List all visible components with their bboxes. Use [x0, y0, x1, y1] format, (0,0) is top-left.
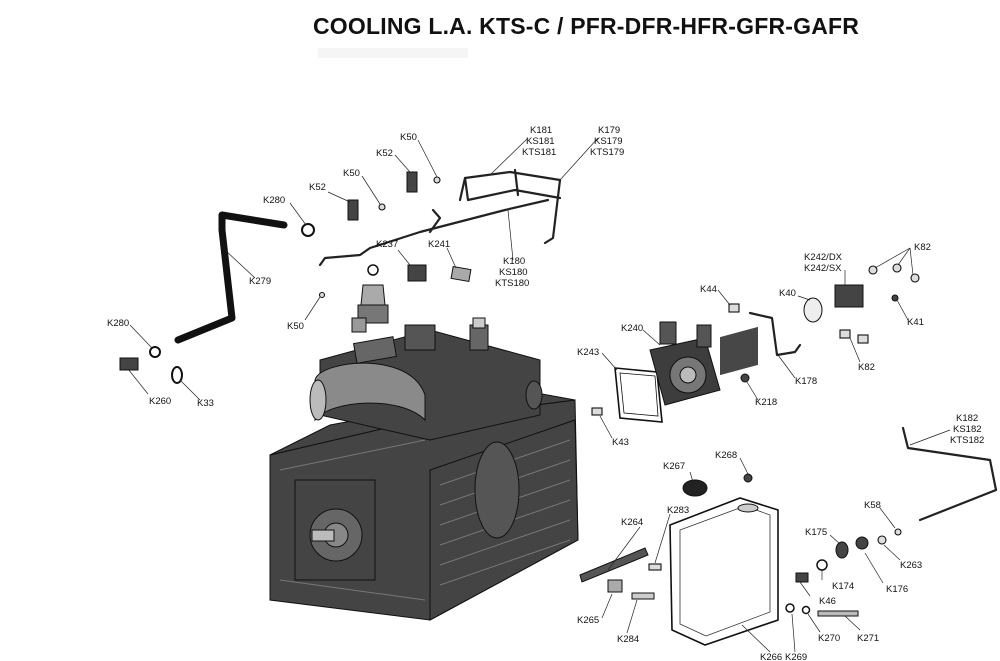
label-kts180: KTS180	[495, 278, 529, 289]
small-parts	[119, 171, 920, 617]
label-k174: K174	[832, 581, 854, 592]
label-k266: K266	[760, 652, 782, 661]
label-kts182: KTS182	[950, 435, 984, 446]
label-k181: K181	[530, 125, 552, 136]
label-k176: K176	[886, 584, 908, 595]
label-k218: K218	[755, 397, 777, 408]
label-k50-low: K50	[287, 321, 304, 332]
label-k175: K175	[805, 527, 827, 538]
label-k271: K271	[857, 633, 879, 644]
label-k178: K178	[795, 376, 817, 387]
label-k50-top: K50	[400, 132, 417, 143]
leader-lines	[127, 137, 951, 653]
label-k283: K283	[667, 505, 689, 516]
label-k284: K284	[617, 634, 639, 645]
label-k179: K179	[598, 125, 620, 136]
label-k182: K182	[956, 413, 978, 424]
label-k270: K270	[818, 633, 840, 644]
gearbox-housing-icon	[269, 317, 579, 621]
label-k260: K260	[149, 396, 171, 407]
label-k265: K265	[577, 615, 599, 626]
label-k242-dx: K242/DX	[804, 252, 843, 263]
valve-icon	[351, 264, 389, 333]
label-k52-top: K52	[376, 148, 393, 159]
label-ks181: KS181	[526, 136, 555, 147]
label-k241: K241	[428, 239, 450, 250]
label-k242-sx: K242/SX	[804, 263, 842, 274]
label-k40: K40	[779, 288, 796, 299]
pipe-k181	[458, 168, 562, 245]
oil-pump-icon	[614, 321, 721, 423]
pipe-k279	[174, 211, 288, 344]
oil-tank-icon	[669, 326, 779, 646]
page-title: COOLING L.A. KTS-C / PFR-DFR-HFR-GFR-GAF…	[313, 13, 860, 39]
label-ks179: KS179	[594, 136, 623, 147]
label-k240: K240	[621, 323, 643, 334]
label-k269: K269	[785, 652, 807, 661]
label-k268: K268	[715, 450, 737, 461]
label-k280-top: K280	[263, 195, 285, 206]
label-k264: K264	[621, 517, 643, 528]
label-k82-top: K82	[914, 242, 931, 253]
label-ks180: KS180	[499, 267, 528, 278]
label-k82-low: K82	[858, 362, 875, 373]
label-k43: K43	[612, 437, 629, 448]
label-k279: K279	[249, 276, 271, 287]
label-k41: K41	[907, 317, 924, 328]
label-k243: K243	[577, 347, 599, 358]
pipe-k180	[318, 198, 550, 267]
label-kts179: KTS179	[590, 147, 624, 158]
label-k280-low: K280	[107, 318, 129, 329]
label-k52-mid: K52	[309, 182, 326, 193]
label-k33: K33	[197, 398, 214, 409]
label-k263: K263	[900, 560, 922, 571]
label-k267: K267	[663, 461, 685, 472]
pipe-k178	[748, 311, 802, 357]
part-labels: K50 K52 K50 K52 K280 K181 KS181 KTS181 K…	[107, 125, 984, 661]
pipe-k182	[901, 426, 998, 522]
faded-subtitle	[318, 48, 468, 58]
label-ks182: KS182	[953, 424, 982, 435]
label-k46: K46	[819, 596, 836, 607]
label-k44: K44	[700, 284, 717, 295]
label-k180: K180	[503, 256, 525, 267]
label-k50-mid: K50	[343, 168, 360, 179]
label-k237: K237	[376, 239, 398, 250]
label-kts181: KTS181	[522, 147, 556, 158]
label-k58: K58	[864, 500, 881, 511]
